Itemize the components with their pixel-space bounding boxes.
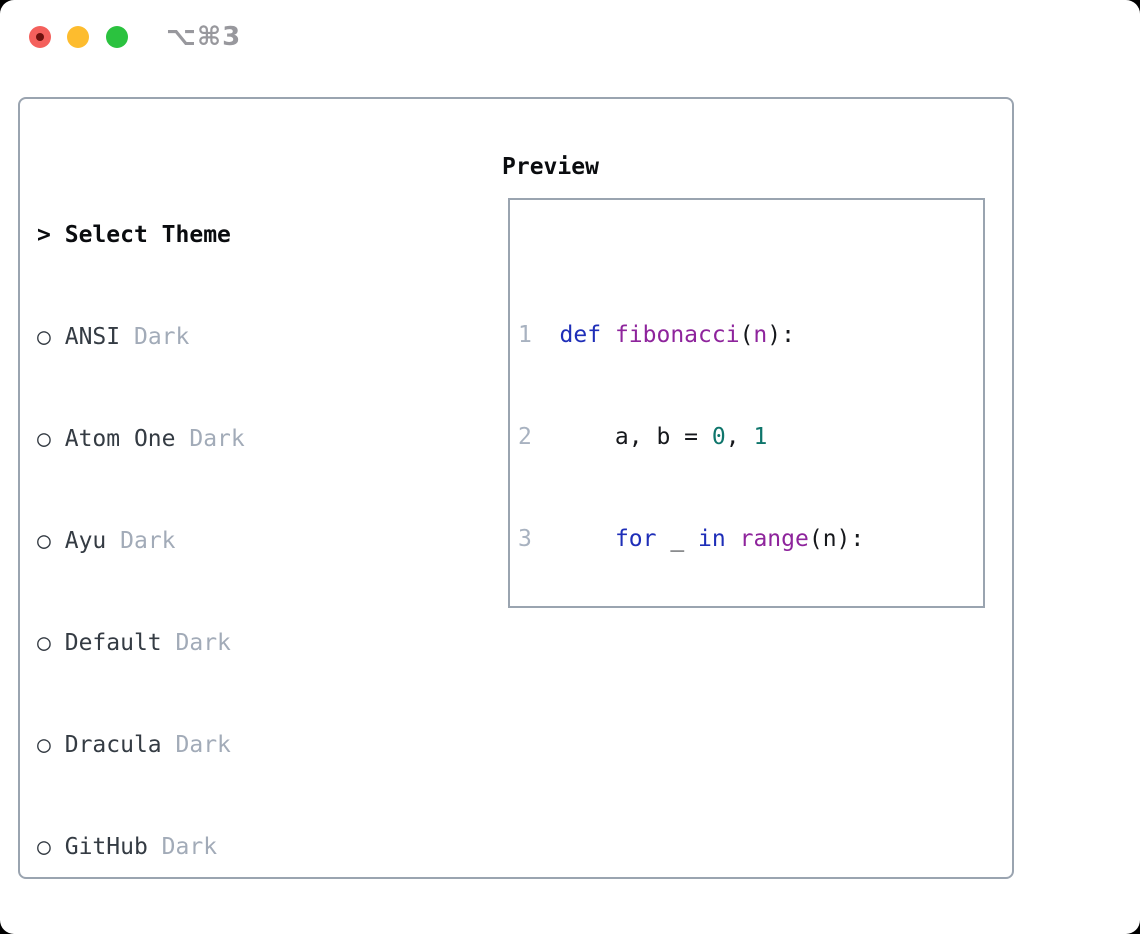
window-title: ⌥⌘3	[166, 22, 242, 52]
code-token: (	[739, 322, 754, 348]
theme-option-default-dark[interactable]: ○ Default Dark	[37, 626, 425, 660]
theme-variant: Dark	[175, 732, 231, 758]
number-token: 0	[711, 424, 726, 450]
radio-icon: ○	[37, 528, 51, 554]
code-token: ,	[725, 424, 754, 450]
minimize-button[interactable]	[67, 26, 89, 48]
radio-icon: ○	[37, 630, 51, 656]
theme-name: Ayu	[64, 528, 107, 554]
function-token: fibonacci	[614, 322, 740, 348]
code-token: ):	[767, 322, 795, 348]
preview-pane: 1 def fibonacci(n): 2 a, b = 0, 1 3 for …	[508, 198, 985, 608]
close-button[interactable]	[29, 26, 51, 48]
code-token: a, b =	[559, 424, 712, 450]
theme-option-github-dark[interactable]: ○ GitHub Dark	[37, 830, 425, 864]
theme-name: ANSI	[64, 324, 121, 350]
keyword-token: for	[614, 526, 657, 552]
preview-header: Preview	[502, 154, 599, 180]
section-title: Select Theme	[64, 222, 231, 248]
param-token: n	[753, 322, 768, 348]
unsaved-dot-icon	[36, 33, 44, 41]
theme-variant: Dark	[189, 426, 245, 452]
theme-name: GitHub	[64, 834, 148, 860]
number-token: 1	[753, 424, 768, 450]
function-token: range	[739, 526, 809, 552]
theme-name: Atom One	[64, 426, 176, 452]
zoom-button[interactable]	[106, 26, 128, 48]
theme-variant: Dark	[161, 834, 218, 860]
theme-name: Default	[64, 630, 162, 656]
code-token	[726, 526, 740, 552]
radio-icon: ○	[37, 426, 51, 452]
theme-option-ansi-dark[interactable]: ○ ANSI Dark	[37, 320, 425, 354]
line-number: 3	[518, 526, 560, 552]
code-line-3: 3 for _ in range(n):	[518, 522, 983, 556]
theme-option-ayu-dark[interactable]: ○ Ayu Dark	[37, 524, 425, 558]
titlebar: ⌥⌘3	[0, 0, 1140, 74]
theme-name: Dracula	[64, 732, 162, 758]
theme-option-dracula-dark[interactable]: ○ Dracula Dark	[37, 728, 425, 762]
radio-icon: ○	[37, 834, 51, 860]
code-token: (n):	[808, 526, 865, 552]
radio-icon: ○	[37, 324, 51, 350]
code-token	[560, 526, 615, 552]
select-theme-header: > Select Theme	[37, 218, 425, 252]
code-token: _	[656, 526, 699, 552]
theme-variant: Dark	[175, 630, 231, 656]
line-number: 2	[518, 424, 560, 450]
theme-variant: Dark	[133, 324, 190, 350]
keyword-token: in	[698, 526, 726, 552]
theme-variant: Dark	[120, 528, 176, 554]
line-number: 1	[518, 322, 560, 348]
keyword-token: def	[559, 322, 615, 348]
theme-dialog: > Select Theme ○ ANSI Dark ○ Atom One Da…	[18, 97, 1014, 879]
theme-option-atom-one-dark[interactable]: ○ Atom One Dark	[37, 422, 425, 456]
code-line-2: 2 a, b = 0, 1	[518, 420, 983, 454]
radio-icon: ○	[37, 732, 51, 758]
cursor-caret: >	[37, 222, 51, 248]
code-line-1: 1 def fibonacci(n):	[518, 318, 983, 352]
theme-menu: > Select Theme ○ ANSI Dark ○ Atom One Da…	[37, 150, 425, 934]
